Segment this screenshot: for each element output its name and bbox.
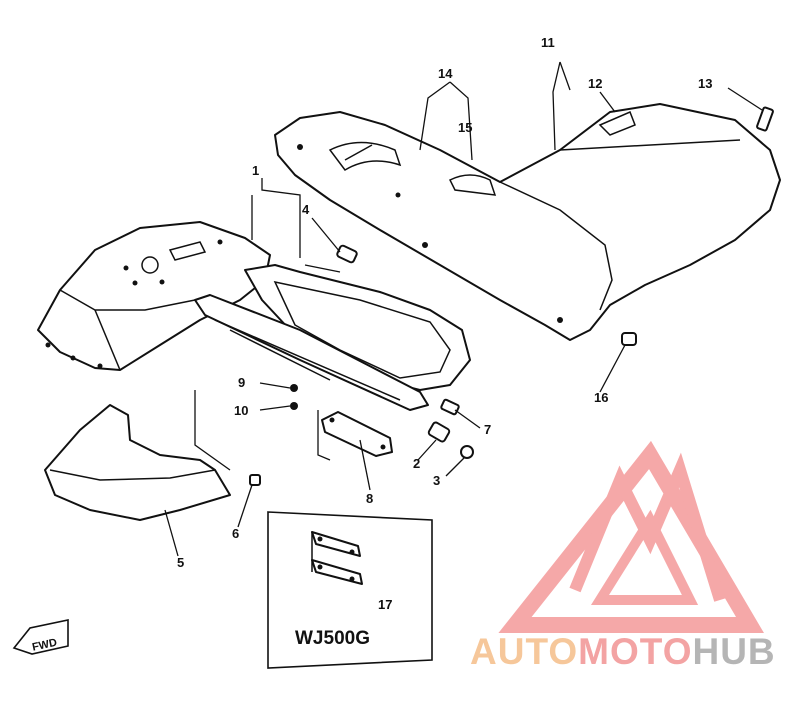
model-inset: WJ500G: [267, 511, 433, 669]
callout-3: 3: [433, 473, 440, 488]
watermark-moto: MOTO: [578, 631, 692, 672]
callout-2: 2: [413, 456, 420, 471]
callout-12: 12: [588, 76, 602, 91]
callout-1: 1: [252, 163, 259, 178]
callout-15: 15: [458, 120, 472, 135]
callout-8: 8: [366, 491, 373, 506]
callout-6: 6: [232, 526, 239, 541]
hardware-parts: [249, 106, 774, 486]
callout-5: 5: [177, 555, 184, 570]
callout-13: 13: [698, 76, 712, 91]
inset-bracket: [311, 531, 363, 585]
svg-text:AUTOMOTOHUB: AUTOMOTOHUB: [470, 631, 776, 672]
fwd-direction-badge: FWD: [12, 619, 69, 655]
leader-lines: [164, 61, 763, 601]
callout-10: 10: [234, 403, 248, 418]
lower-frame: [194, 294, 429, 411]
watermark-logo: [498, 440, 764, 633]
callout-11: 11: [541, 35, 555, 50]
callout-labels: 1 2 3 4 5 6 7 8 9 10 11 12 13 14 15 16 1…: [177, 35, 712, 612]
inset-model-label: WJ500G: [295, 628, 370, 649]
fwd-label: FWD: [31, 637, 58, 654]
callout-16: 16: [594, 390, 608, 405]
callout-14: 14: [438, 66, 453, 81]
watermark-hub: HUB: [692, 631, 775, 672]
bracket-plate: [321, 411, 393, 457]
lower-skirt: [44, 404, 231, 521]
seat-assembly: [274, 103, 781, 341]
callout-4: 4: [302, 202, 310, 217]
watermark-auto: AUTO: [470, 631, 578, 672]
callout-7: 7: [484, 422, 491, 437]
front-cowl: [37, 221, 271, 371]
watermark-text: AUTOMOTOHUB: [470, 631, 776, 672]
callout-9: 9: [238, 375, 245, 390]
callout-17: 17: [378, 597, 392, 612]
